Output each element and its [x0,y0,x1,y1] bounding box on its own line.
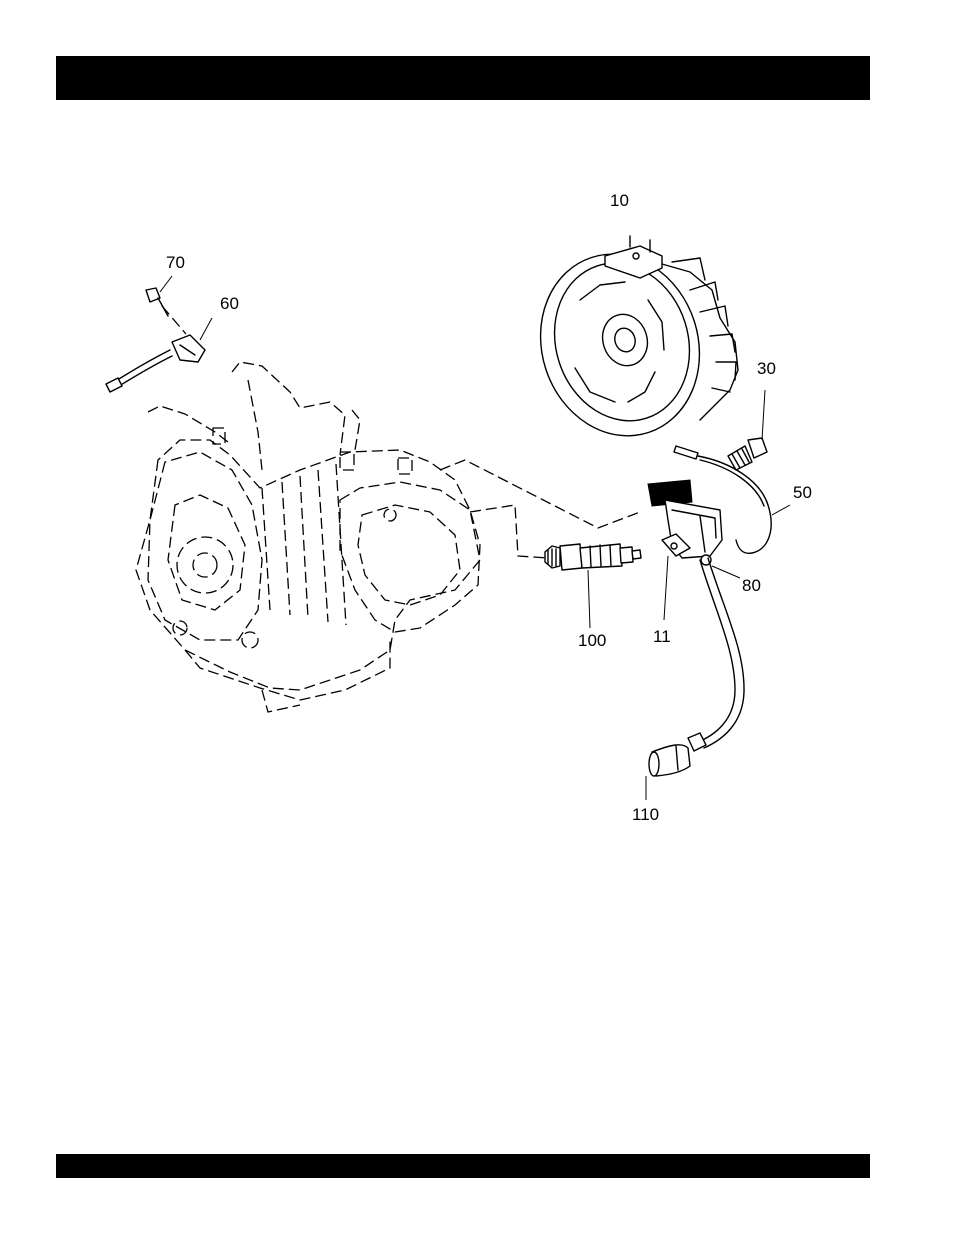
ignition-coil-part [648,480,744,751]
callout-110: 110 [632,805,659,824]
callout-11: 11 [653,627,671,646]
screw-30-part [728,390,767,470]
callout-50: 50 [793,483,812,502]
callout-60: 60 [220,294,239,313]
callout-80: 80 [742,576,761,595]
leader-plug-dash [470,505,548,558]
engine-phantom [136,362,480,712]
leader-coil-dash [440,460,640,528]
callout-30: 30 [757,359,776,378]
callout-100: 100 [578,631,606,650]
spark-plug-part [545,544,641,628]
callout-70: 70 [166,253,185,272]
plug-cap-part [646,745,690,800]
callout-10: 10 [610,191,629,210]
flywheel-part [517,233,738,456]
oil-sensor-part [106,276,212,392]
